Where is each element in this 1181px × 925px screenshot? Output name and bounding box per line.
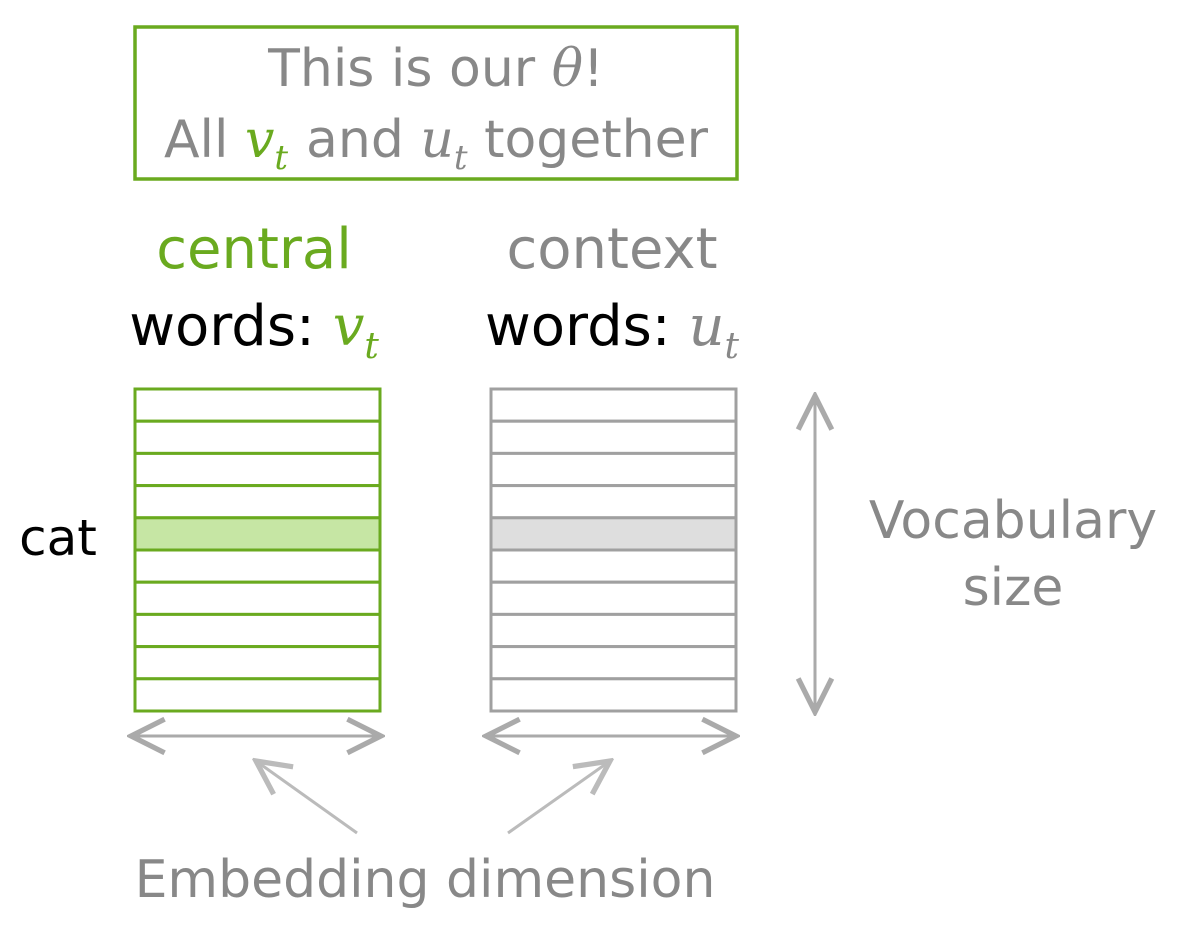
- central-matrix-row: [133, 387, 382, 423]
- context-label: context: [506, 217, 717, 282]
- context-words-label: words: ut: [485, 294, 740, 367]
- theta-box: [133, 25, 739, 181]
- central-matrix-row: [133, 677, 382, 713]
- vocabulary-label-line-1: Vocabulary: [869, 491, 1157, 551]
- central-matrix-row: [133, 645, 382, 681]
- theta-line-1: This is our θ!: [267, 39, 604, 99]
- central-label: central: [156, 217, 352, 282]
- pointer-arrow-central: [256, 761, 358, 835]
- context-matrix: [489, 387, 738, 713]
- central-words-header: central words: vt: [129, 217, 379, 367]
- context-matrix-row: [489, 387, 738, 423]
- context-words-header: context words: ut: [485, 217, 740, 367]
- context-matrix-row: [489, 677, 738, 713]
- central-matrix-row-cat: [133, 516, 382, 552]
- central-matrix-row: [133, 451, 382, 488]
- context-matrix-row: [489, 645, 738, 681]
- context-matrix-row: [489, 612, 738, 649]
- embedding-dimension-label: Embedding dimension: [135, 850, 716, 910]
- pointer-arrow-context: [507, 761, 610, 835]
- context-matrix-row: [489, 580, 738, 616]
- context-matrix-row: [489, 419, 738, 455]
- central-matrix-row: [133, 419, 382, 455]
- central-matrix-row: [133, 612, 382, 649]
- central-matrix-row: [133, 484, 382, 520]
- central-matrix: [133, 387, 382, 713]
- context-matrix-row-cat: [489, 516, 738, 552]
- row-label-cat: cat: [19, 509, 97, 567]
- central-matrix-row: [133, 580, 382, 616]
- context-matrix-row: [489, 451, 738, 488]
- context-matrix-row: [489, 548, 738, 584]
- central-matrix-row: [133, 548, 382, 584]
- context-matrix-row: [489, 484, 738, 520]
- vocabulary-label-line-2: size: [963, 558, 1064, 618]
- central-words-label: words: vt: [129, 294, 379, 367]
